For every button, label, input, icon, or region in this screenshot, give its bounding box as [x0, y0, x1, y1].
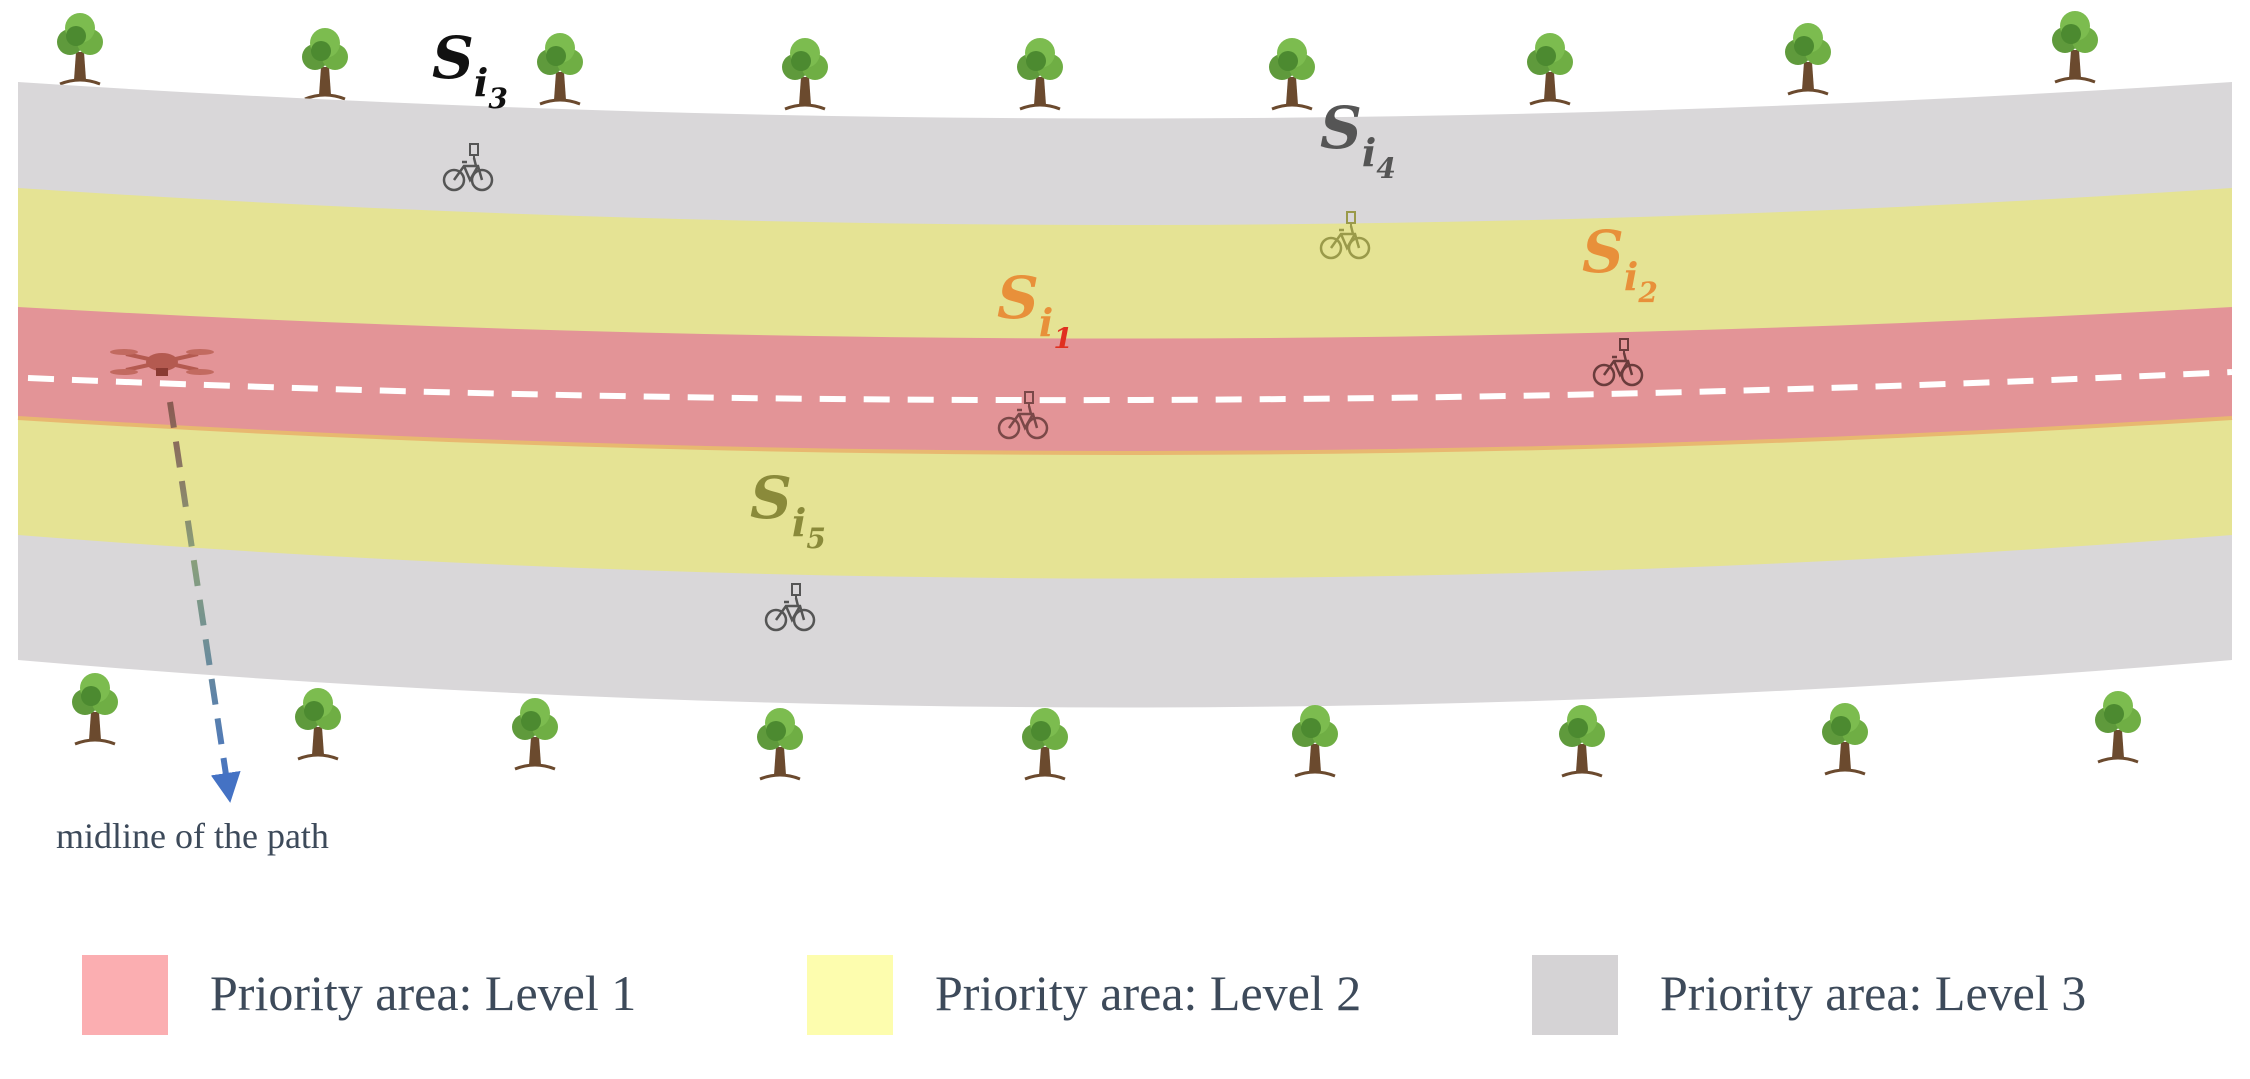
legend: Priority area: Level 1 Priority area: Le… — [82, 955, 2086, 1035]
sensor-label-1: Si1 — [997, 264, 1073, 355]
legend-label-level1: Priority area: Level 1 — [210, 965, 636, 1021]
band-level1-edge — [17, 416, 2233, 455]
sensor-label-3: Si3 — [432, 24, 508, 115]
path-bands — [17, 82, 2233, 708]
legend-swatch-level1 — [82, 955, 168, 1035]
sensor-label-4: Si4 — [1320, 94, 1396, 185]
midline-caption: midline of the path — [56, 816, 329, 856]
sensor-label-5: Si5 — [750, 464, 826, 555]
legend-swatch-level3 — [1532, 955, 1618, 1035]
legend-label-level2: Priority area: Level 2 — [935, 965, 1361, 1021]
legend-label-level3: Priority area: Level 3 — [1660, 965, 2086, 1021]
midline — [27, 369, 2233, 404]
band-level1 — [18, 307, 2232, 453]
trees-top — [55, 9, 2100, 111]
midline-pointer-arrow — [167, 401, 241, 803]
sensor-label-2: Si2 — [1582, 218, 1658, 309]
legend-swatch-level2 — [807, 955, 893, 1035]
